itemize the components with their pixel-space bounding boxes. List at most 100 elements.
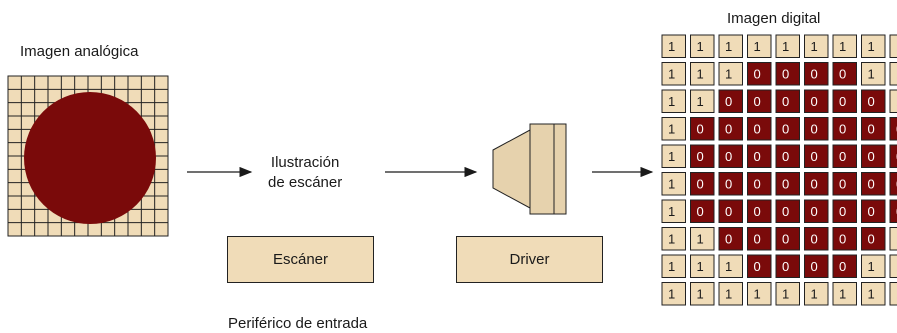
digital-cell-value: 0 [782, 177, 789, 192]
digital-cell [718, 144, 743, 168]
digital-cell [804, 199, 829, 223]
digital-cell-value: 0 [839, 67, 846, 82]
digital-cell-value: 1 [668, 204, 675, 219]
digital-cell [661, 282, 686, 306]
digital-cell [889, 144, 897, 168]
digital-cell-value: 0 [754, 67, 761, 82]
digital-cell [747, 62, 772, 86]
digital-cell-value: 1 [668, 39, 675, 54]
digital-cell [747, 282, 772, 306]
digital-cell-value: 0 [782, 122, 789, 137]
digital-cell [718, 62, 743, 86]
scanner-illustration-line1: Ilustración [270, 154, 340, 171]
digital-cell [661, 172, 686, 196]
digital-image-grid: 1111111111111000011111000000111000000001… [661, 34, 897, 306]
digital-cell-value: 0 [697, 177, 704, 192]
digital-cell [832, 34, 857, 58]
digital-cell [832, 199, 857, 223]
digital-cell [747, 34, 772, 58]
digital-cell [690, 62, 715, 86]
digital-cell-value: 0 [839, 232, 846, 247]
digital-cell-value: 0 [725, 149, 732, 164]
digital-cell-value: 1 [668, 149, 675, 164]
digital-cell [804, 227, 829, 251]
digital-cell [718, 117, 743, 141]
digital-cell [861, 282, 886, 306]
scanner-illustration-label: Ilustración de escáner [268, 153, 342, 193]
digital-cell [861, 144, 886, 168]
digital-cell [775, 254, 800, 278]
digital-cell-value: 0 [868, 204, 875, 219]
digital-cell-value: 0 [782, 94, 789, 109]
digital-cell-value: 1 [868, 259, 875, 274]
digital-cell-value: 0 [839, 149, 846, 164]
digital-cell [661, 117, 686, 141]
digital-cell [804, 172, 829, 196]
scanner-device-icon [492, 123, 567, 215]
digital-cell-value: 0 [782, 232, 789, 247]
digital-cell-value: 0 [868, 177, 875, 192]
digital-cell-value: 0 [839, 204, 846, 219]
digital-cell [661, 89, 686, 113]
digital-cell [661, 62, 686, 86]
digital-cell [718, 254, 743, 278]
digital-cell-value: 0 [839, 259, 846, 274]
digital-cell-value: 0 [868, 122, 875, 137]
digital-cell [804, 282, 829, 306]
digital-cell [718, 172, 743, 196]
digital-cell-value: 0 [868, 149, 875, 164]
digital-cell-value: 0 [811, 94, 818, 109]
digital-cell [804, 34, 829, 58]
scanner-box-label: Escáner [272, 251, 329, 268]
digital-cell-value: 1 [697, 287, 704, 302]
digital-cell [747, 144, 772, 168]
digital-cell-value: 1 [668, 259, 675, 274]
digital-cell-value: 0 [782, 149, 789, 164]
digital-cell [690, 144, 715, 168]
digital-cell [775, 62, 800, 86]
digital-cell-value: 0 [868, 232, 875, 247]
digital-cell-value: 0 [782, 204, 789, 219]
digital-cell [747, 172, 772, 196]
digital-cell-value: 1 [697, 259, 704, 274]
digital-cell [718, 34, 743, 58]
digital-cell-value: 0 [725, 204, 732, 219]
digital-cell [747, 254, 772, 278]
digital-cell [889, 117, 897, 141]
digital-cell [718, 89, 743, 113]
digital-cell [804, 117, 829, 141]
digital-cell [889, 62, 897, 86]
digital-cell [718, 199, 743, 223]
digital-cell [718, 282, 743, 306]
digital-cell [661, 199, 686, 223]
digital-cell [690, 227, 715, 251]
digital-cell-value: 0 [839, 122, 846, 137]
digital-cell-value: 1 [697, 94, 704, 109]
digital-cell [804, 254, 829, 278]
digital-cell [661, 254, 686, 278]
digital-cell [889, 89, 897, 113]
input-peripheral-caption: Periférico de entrada [228, 315, 368, 332]
digital-cell-value: 0 [754, 177, 761, 192]
digital-cell-value: 1 [839, 39, 846, 54]
digital-cell-value: 0 [754, 94, 761, 109]
digital-cell-value: 0 [811, 177, 818, 192]
digital-cell [747, 199, 772, 223]
digital-cell [747, 227, 772, 251]
digital-cell [889, 199, 897, 223]
digital-cell-value: 0 [725, 177, 732, 192]
digital-cell [889, 254, 897, 278]
digital-cell-value: 1 [668, 67, 675, 82]
digital-cell [747, 117, 772, 141]
digital-cell-value: 1 [668, 122, 675, 137]
digital-cell-value: 0 [811, 232, 818, 247]
digital-cell [861, 89, 886, 113]
digital-cell [804, 144, 829, 168]
digital-cell [775, 199, 800, 223]
digital-cell-value: 0 [811, 67, 818, 82]
digital-cell [832, 172, 857, 196]
digital-cell-value: 0 [811, 122, 818, 137]
digital-cell-value: 1 [868, 67, 875, 82]
digital-cell [804, 89, 829, 113]
